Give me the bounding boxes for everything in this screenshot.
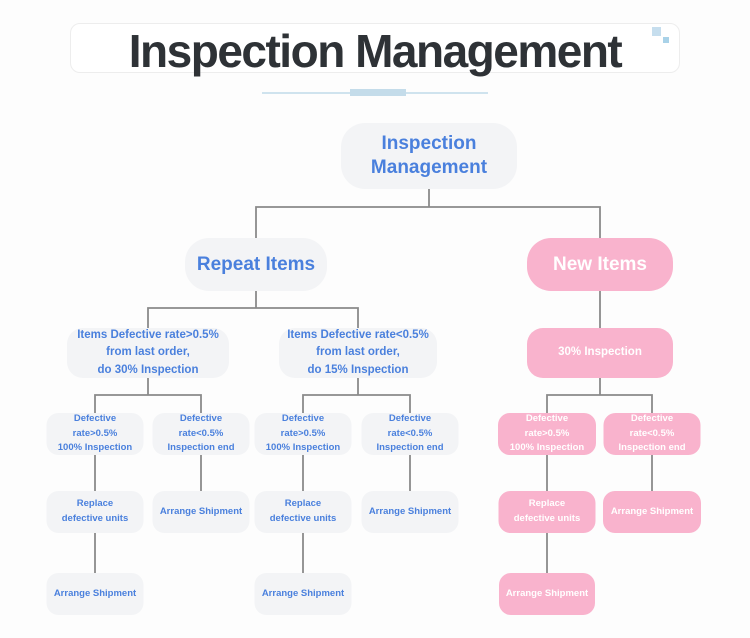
page-title: Inspection Management [128,25,623,77]
flow-node-repeat2-ship: Arrange Shipment [361,491,459,533]
flow-node-repeat1-ship: Arrange Shipment [152,491,250,533]
flow-node-new-items: New Items [527,238,673,291]
flow-node-repeat1-final-ship: Arrange Shipment [46,573,144,615]
flow-node-repeat2-replace: Replace defective units [254,491,352,533]
flow-node-new1-low: Defective rate<0.5% Inspection end [603,413,701,455]
flow-node-repeat-items: Repeat Items [185,238,327,291]
flow-node-repeat2-final-ship: Arrange Shipment [254,573,352,615]
flow-node-repeat-low-defect: Items Defective rate<0.5% from last orde… [279,328,437,378]
flow-node-new1-replace: Replace defective units [498,491,596,533]
corner-square-small-icon [663,37,669,43]
flow-node-new1-ship: Arrange Shipment [603,491,701,533]
corner-square-icon [652,27,661,36]
title-underline-thick [350,89,406,96]
flow-node-repeat1-low: Defective rate<0.5% Inspection end [152,413,250,455]
flow-node-new1-final-ship: Arrange Shipment [499,573,595,615]
flow-node-root: Inspection Management [341,123,517,189]
title-card [70,23,680,73]
flow-node-repeat-high-defect: Items Defective rate>0.5% from last orde… [67,328,229,378]
flow-node-repeat1-replace: Replace defective units [46,491,144,533]
flow-node-new-30-inspection: 30% Inspection [527,328,673,378]
flow-node-repeat1-high: Defective rate>0.5% 100% Inspection [46,413,144,455]
flow-node-repeat2-high: Defective rate>0.5% 100% Inspection [254,413,352,455]
flow-node-new1-high: Defective rate>0.5% 100% Inspection [498,413,596,455]
flow-node-repeat2-low: Defective rate<0.5% Inspection end [361,413,459,455]
